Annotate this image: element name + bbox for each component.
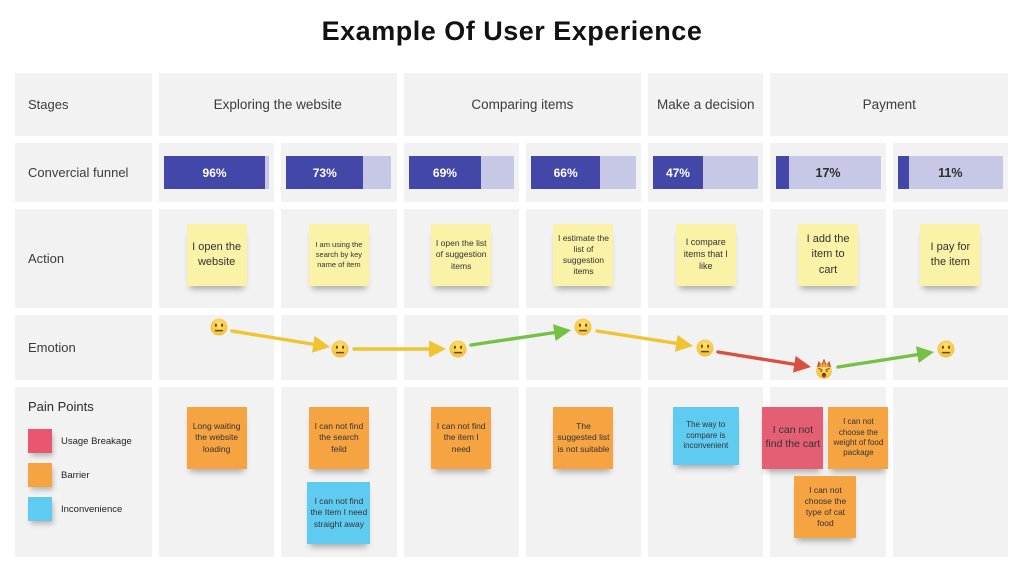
funnel-bar-2: 73% — [286, 156, 392, 189]
funnel-cell: 17% — [770, 143, 886, 202]
sticky-note-action-6[interactable]: I add the item to cart — [798, 224, 859, 286]
pain-cell-2: I can not find the search feild I can no… — [281, 387, 397, 557]
row-label-funnel: Convercial funnel — [15, 143, 152, 202]
row-label-stages: Stages — [15, 73, 152, 136]
journey-map-grid: Stages Exploring the website Comparing i… — [15, 73, 1008, 557]
legend-item-barrier: Barrier — [28, 463, 152, 487]
row-label-action: Action — [15, 209, 152, 308]
sticky-note-action-3[interactable]: I open the list of suggestion items — [431, 224, 492, 286]
sticky-note-pain-c4[interactable]: The suggested list is not suitable — [553, 407, 614, 469]
funnel-bar-7: 11% — [897, 156, 1003, 189]
sticky-note-action-4[interactable]: I estimate the list of suggestion items — [553, 224, 614, 286]
row-label-pain-points: Pain Points — [28, 399, 94, 414]
funnel-bar-3: 69% — [408, 156, 514, 189]
pain-cell-7 — [892, 387, 1008, 557]
emotion-arrow — [469, 324, 572, 347]
emotion-arrow — [595, 329, 694, 352]
emotion-graph — [210, 318, 955, 379]
funnel-bar-value: 47% — [665, 165, 690, 180]
pain-cell-3: I can not find the item I need — [403, 387, 519, 557]
inconvenience-swatch-icon[interactable] — [28, 497, 52, 521]
sticky-note-action-1[interactable]: I open the website — [186, 224, 247, 286]
funnel-bar-1: 96% — [164, 156, 270, 189]
funnel-cell: 66% — [525, 143, 642, 202]
funnel-bar-fill: 47% — [653, 156, 703, 189]
funnel-bar-value: 66% — [553, 165, 578, 180]
funnel-bar-fill: 69% — [408, 156, 482, 189]
emotion-face-neutral[interactable] — [937, 340, 955, 358]
funnel-bar-fill: 73% — [286, 156, 364, 189]
legend-label: Usage Breakage — [61, 435, 132, 447]
sticky-note-pain-c2b[interactable]: I can not find the Item I need straight … — [307, 482, 371, 544]
funnel-cell: 96% — [159, 143, 275, 202]
funnel-cell: 69% — [403, 143, 519, 202]
legend-item-inconvenience: Inconvenience — [28, 497, 152, 521]
sticky-note-pain-c5[interactable]: The way to compare is inconvenient — [672, 407, 739, 465]
stage-exploring-the-website: Exploring the website — [159, 73, 397, 136]
barrier-swatch-icon[interactable] — [28, 463, 52, 487]
funnel-bar-fill — [775, 156, 790, 189]
legend-item-usage-breakage: Usage Breakage — [28, 429, 152, 453]
sticky-note-action-2[interactable]: I am using the search by key name of ite… — [308, 224, 369, 286]
emotion-face-neutral[interactable] — [574, 318, 592, 336]
stage-comparing-items: Comparing items — [403, 73, 642, 136]
pain-cell-5: The way to compare is inconvenient — [648, 387, 764, 557]
funnel-cell: 73% — [281, 143, 397, 202]
emotion-face-neutral[interactable] — [696, 339, 714, 357]
funnel-bar-value: 69% — [432, 165, 457, 180]
emotion-arrow — [230, 329, 331, 353]
funnel-bar-value: 17% — [815, 165, 841, 180]
funnel-bar-6: 17% — [775, 156, 881, 189]
sticky-note-pain-c1[interactable]: Long waiting the website loading — [186, 407, 247, 469]
emotion-arrow — [836, 346, 935, 369]
sticky-note-pain-c6a[interactable]: I can not find the cart — [762, 407, 824, 469]
funnel-bar-value: 73% — [312, 165, 337, 180]
action-cell-4: I estimate the list of suggestion items — [525, 209, 642, 308]
funnel-bar-4: 66% — [531, 156, 636, 189]
action-cell-1: I open the website — [159, 209, 275, 308]
action-cell-5: I compare items that I like — [648, 209, 764, 308]
sticky-note-action-5[interactable]: I compare items that I like — [675, 224, 736, 286]
funnel-cell: 11% — [892, 143, 1008, 202]
pain-cell-1: Long waiting the website loading — [159, 387, 275, 557]
legend-label: Inconvenience — [61, 503, 123, 515]
usage-breakage-swatch-icon[interactable] — [28, 429, 52, 453]
page-title: Example Of User Experience — [321, 16, 703, 46]
sticky-note-pain-c2a[interactable]: I can not find the search feild — [308, 407, 369, 469]
sticky-note-pain-c3[interactable]: I can not find the item I need — [431, 407, 492, 469]
legend-label: Barrier — [61, 469, 90, 481]
pain-points-panel: Pain Points Usage Breakage Barrier Incon… — [15, 387, 152, 557]
emotion-arrow — [716, 350, 812, 373]
emotion-face-neutral[interactable] — [210, 318, 228, 336]
action-cell-3: I open the list of suggestion items — [403, 209, 519, 308]
action-cell-2: I am using the search by key name of ite… — [281, 209, 397, 308]
action-cell-6: I add the item to cart — [770, 209, 886, 308]
emotion-face-neutral[interactable] — [449, 340, 467, 358]
funnel-bar-fill: 96% — [164, 156, 265, 189]
sticky-note-pain-c6c[interactable]: I can not choose the type of cat food — [794, 476, 857, 538]
pain-cell-6: I can not find the cart I can not choose… — [762, 387, 889, 557]
funnel-bar-value: 11% — [938, 165, 963, 180]
funnel-bar-fill — [897, 156, 910, 189]
funnel-cell: 47% — [648, 143, 764, 202]
sticky-note-action-7[interactable]: I pay for the item — [920, 224, 981, 286]
funnel-bar-value: 96% — [202, 165, 227, 180]
sticky-note-pain-c6b[interactable]: I can not choose the weight of food pack… — [828, 407, 889, 469]
funnel-bar-5: 47% — [653, 156, 759, 189]
emotion-face-exploding[interactable] — [816, 358, 832, 379]
stage-payment: Payment — [770, 73, 1008, 136]
pain-cell-4: The suggested list is not suitable — [525, 387, 642, 557]
row-label-emotion: Emotion — [15, 315, 152, 380]
emotion-face-neutral[interactable] — [331, 340, 349, 358]
action-cell-7: I pay for the item — [892, 209, 1008, 308]
funnel-bar-fill: 66% — [531, 156, 601, 189]
stage-make-a-decision: Make a decision — [648, 73, 764, 136]
